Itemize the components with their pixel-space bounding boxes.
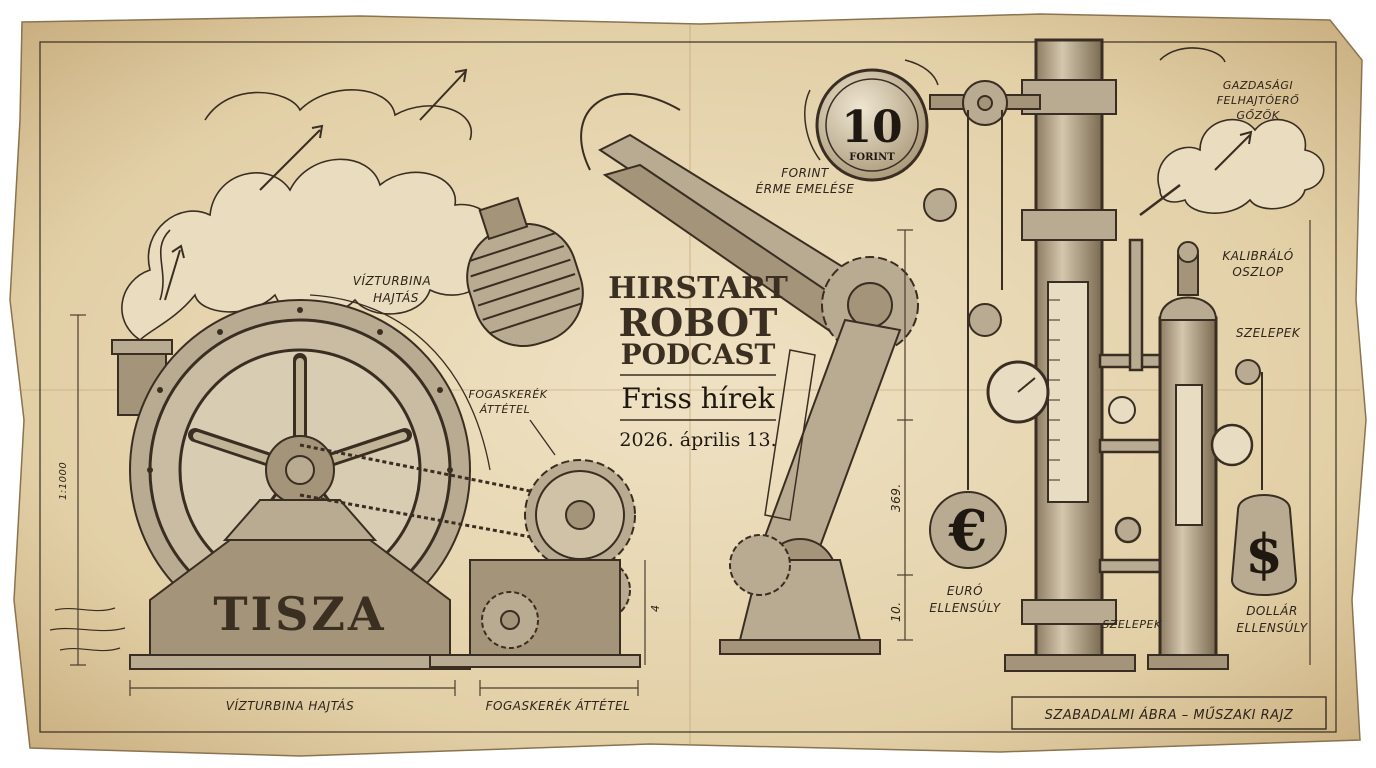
turbine-label-bottom: VÍZTURBINA HAJTÁS — [226, 698, 355, 713]
dollar-label-1: DOLLÁR — [1246, 603, 1298, 618]
title-line-2: ROBOT — [619, 300, 778, 345]
valves-right-label: SZELEPEK — [1236, 326, 1301, 340]
coin-unit: FORINT — [849, 152, 895, 163]
dollar-label-2: ELLENSÚLY — [1236, 620, 1308, 635]
steam-cloud-right — [1139, 47, 1325, 216]
dimension-lines — [70, 220, 1311, 696]
gear-label-top-2: ÁTTÉTEL — [479, 403, 530, 416]
main-column — [923, 38, 1136, 672]
valves-bottom-label: SZELEPEK — [1102, 618, 1162, 631]
gear-label-bottom: FOGASKERÉK ÁTTÉTEL — [486, 698, 631, 713]
steam-label-3: GŐZÖK — [1236, 108, 1279, 122]
footer-label: SZABADALMI ÁBRA – MŰSZAKI RAJZ — [1045, 707, 1294, 723]
steam-label-1: GAZDASÁGI — [1223, 79, 1293, 92]
euro-label-1: EURÓ — [947, 583, 983, 598]
dollar-symbol: $ — [1245, 522, 1283, 586]
drawing-frame — [39, 41, 1337, 733]
title-line-3: PODCAST — [621, 338, 776, 371]
gear-label-top-1: FOGASKERÉK — [469, 388, 548, 401]
water-turbine: TISZA — [49, 299, 471, 670]
scale-label: 1:1000 — [58, 462, 69, 500]
title-line-1: HIRSTART — [608, 271, 788, 306]
title-block: HIRSTART ROBOT PODCAST Friss hírek 2026.… — [608, 271, 788, 451]
turbine-arrow — [309, 294, 491, 471]
microphone — [466, 196, 584, 348]
euro-symbol: € — [948, 498, 988, 564]
steam-label-2: FELHAJTÓERŐ — [1217, 93, 1300, 107]
microphone-arm — [580, 92, 919, 655]
turbine-label-top-1: VÍZTURBINA — [353, 273, 431, 288]
footer-box — [1011, 696, 1327, 730]
coin-value: 10 — [841, 102, 902, 153]
podcast-subtitle: Friss hírek — [621, 382, 775, 415]
euro-weight: € — [929, 460, 1007, 569]
coin-caption-1: FORINT — [781, 166, 830, 180]
gear-arrow — [529, 419, 556, 456]
gear-train — [429, 459, 641, 668]
valve-pipes — [1098, 238, 1162, 574]
steam-cloud-left — [121, 68, 496, 342]
euro-label-2: ELLENSÚLY — [929, 600, 1001, 615]
calibration-label-2: OSZLOP — [1232, 265, 1284, 279]
dollar-weight: $ — [1230, 494, 1298, 596]
dimension-4: 4 — [649, 605, 662, 613]
podcast-date: 2026. április 13. — [619, 429, 776, 451]
dimension-10: 10. — [889, 601, 903, 622]
turbine-name: TISZA — [213, 587, 386, 641]
turbine-label-top-2: HAJTÁS — [373, 290, 419, 305]
coin-caption-2: ÉRME EMELÉSE — [756, 181, 855, 196]
calibration-label-1: KALIBRÁLÓ — [1222, 248, 1293, 263]
calibration-column — [1147, 241, 1263, 670]
dimension-369: 369. — [889, 483, 903, 512]
forint-coin: 10 FORINT — [804, 59, 939, 182]
